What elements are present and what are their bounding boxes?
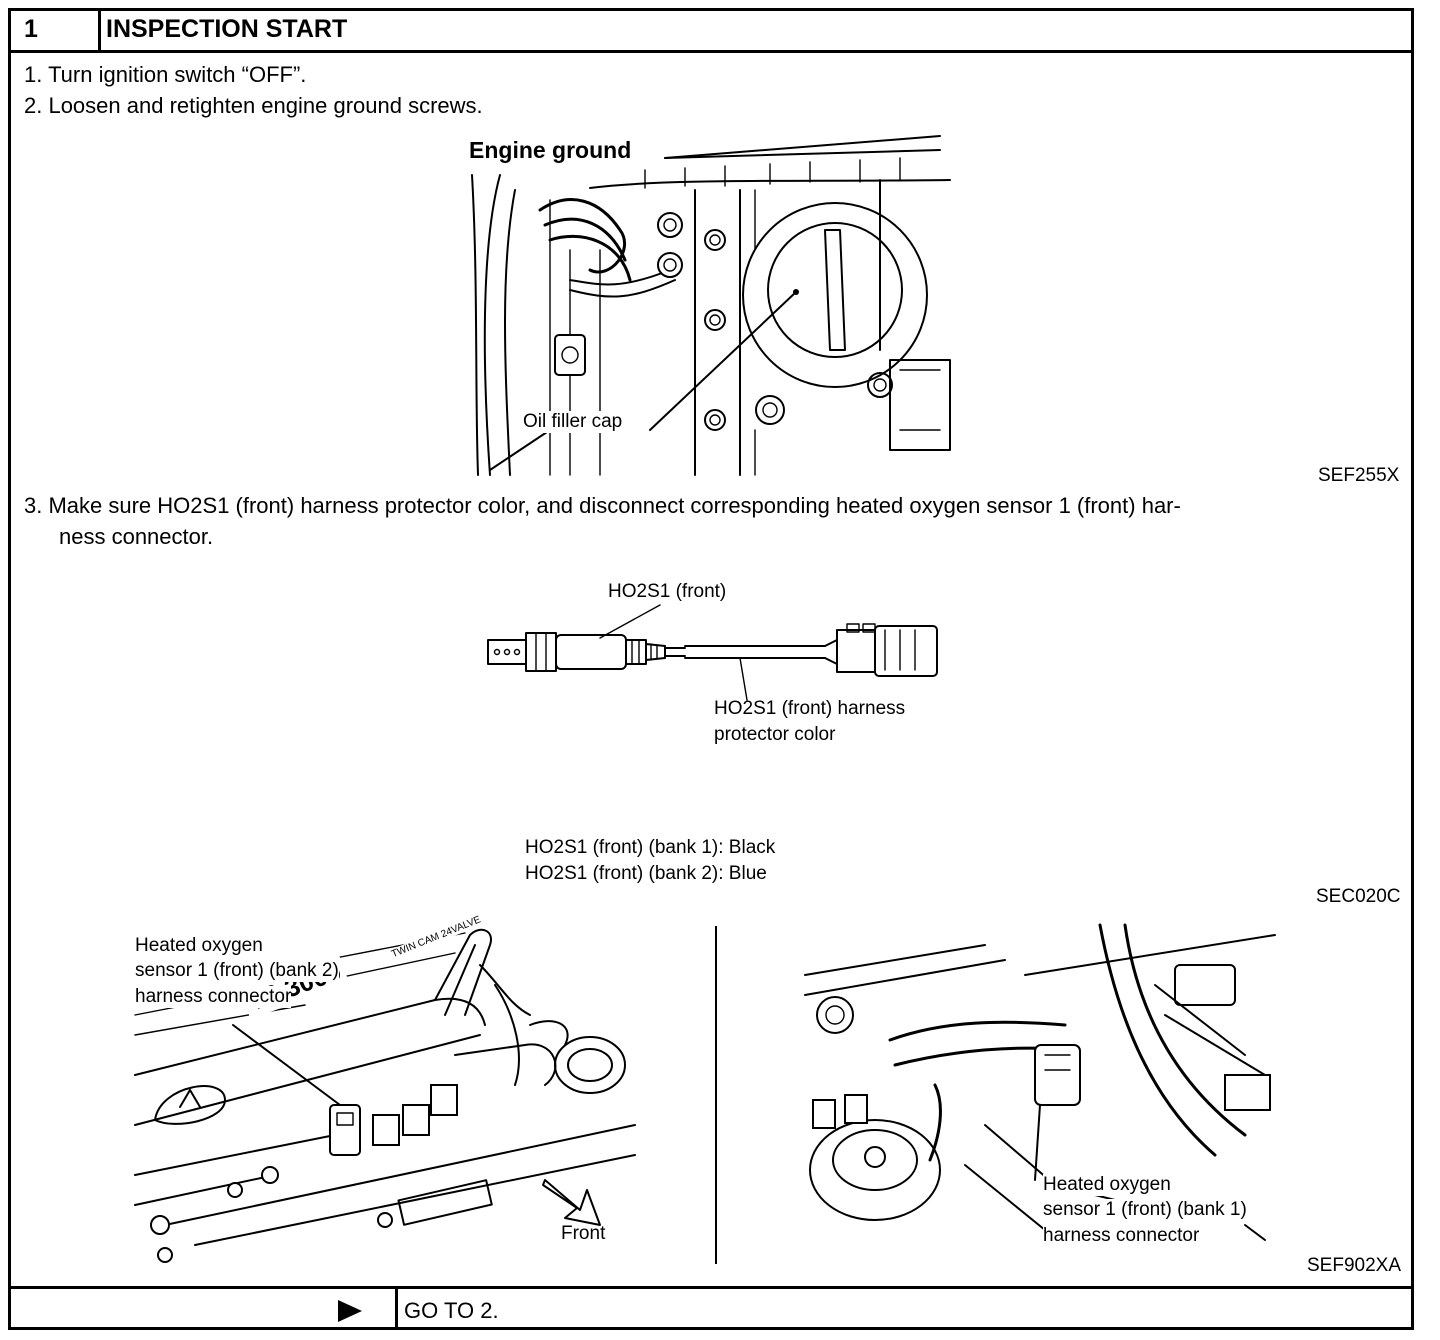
header-bottom-rule (8, 50, 1414, 53)
ho2s1-sensor-label: HO2S1 (front) (608, 581, 727, 602)
left-connector-label-line3: harness connector (135, 986, 292, 1008)
figure-code-sec020c: SEC020C (1316, 886, 1401, 907)
page-title: INSPECTION START (106, 15, 348, 43)
triangle-right-icon (338, 1300, 362, 1322)
figure-code-sef255x: SEF255X (1318, 465, 1400, 486)
engine-ground-figure (471, 135, 951, 476)
left-connector-label-line2: sensor 1 (front) (bank 2) (135, 960, 339, 982)
step-1-text: 1. Turn ignition switch “OFF”. (24, 62, 307, 87)
bank1-color-legend: HO2S1 (front) (bank 1): Black (525, 837, 776, 858)
harness-protector-label-line1: HO2S1 (front) harness (714, 698, 906, 719)
step-3-text-line2: ness connector. (59, 524, 214, 549)
left-connector-label-line1: Heated oxygen (135, 935, 263, 957)
engine-bay-left-figure (134, 928, 636, 1263)
right-connector-label-line1: Heated oxygen (1043, 1174, 1171, 1196)
go-to-next-step-link[interactable]: GO TO 2. (404, 1298, 499, 1323)
oil-filler-cap-label: Oil filler cap (523, 411, 623, 433)
step-number: 1 (24, 15, 38, 43)
front-direction-label: Front (561, 1223, 606, 1244)
engine-bay-right-figure (804, 923, 1276, 1241)
step-3-text-line1: 3. Make sure HO2S1 (front) harness prote… (24, 493, 1181, 518)
footer-top-rule (8, 1286, 1414, 1289)
step-2-text: 2. Loosen and retighten engine ground sc… (24, 93, 483, 118)
footer-divider (395, 1288, 398, 1330)
ho2s1-sensor-figure (487, 604, 938, 701)
figure-code-sef902xa: SEF902XA (1307, 1255, 1401, 1276)
harness-protector-label-line2: protector color (714, 724, 836, 745)
right-connector-label-line3: harness connector (1043, 1225, 1200, 1247)
right-connector-label-line2: sensor 1 (front) (bank 1) (1043, 1199, 1247, 1221)
figure-divider (715, 926, 717, 1264)
engine-ground-label: Engine ground (469, 137, 632, 163)
bank2-color-legend: HO2S1 (front) (bank 2): Blue (525, 863, 767, 884)
inspection-table (8, 8, 1414, 1330)
header-divider (98, 8, 101, 52)
